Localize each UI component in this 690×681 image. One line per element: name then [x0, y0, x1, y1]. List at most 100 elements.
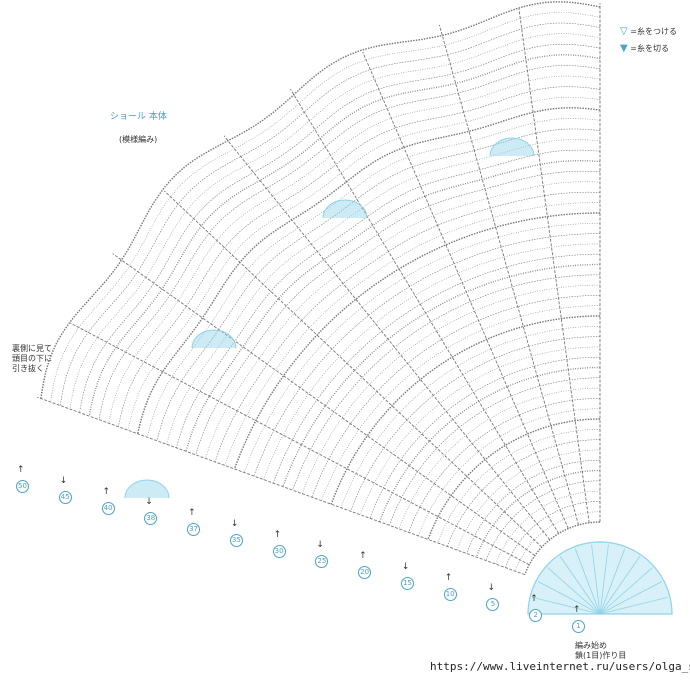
start-spoke: [591, 544, 601, 615]
legend-label-attach: =糸をつける: [630, 27, 677, 36]
arrow-down-icon: ↓: [487, 583, 495, 594]
legend-item-attach: ▽ =糸をつける: [620, 27, 677, 37]
stitch-round: [40, 1, 601, 399]
row-number-marker: 38: [144, 512, 158, 526]
stitch-round: [360, 346, 600, 515]
stitch-round: [108, 75, 601, 424]
stitch-round: [205, 181, 601, 459]
arrow-up-icon: ↑: [573, 605, 581, 615]
start-spoke: [599, 567, 653, 615]
stitch-round: [127, 96, 601, 431]
stitch-round: [524, 521, 600, 575]
start-spoke: [559, 556, 601, 615]
arrow-up-icon: ↑: [273, 529, 282, 540]
arrow-down-icon: ↓: [230, 518, 239, 529]
radial-spoke: [438, 24, 579, 526]
stitch-round: [408, 398, 600, 533]
row-number-marker: 40: [101, 501, 115, 515]
stitch-round: [282, 263, 600, 487]
stitch-round: [350, 336, 600, 512]
row-number-marker: 5: [486, 598, 500, 612]
start-spoke: [599, 581, 663, 615]
legend-item-cut: ▼ =糸を切る: [620, 44, 669, 54]
stitch-round: [176, 149, 601, 448]
stitch-round: [195, 170, 601, 455]
start-spoke: [599, 548, 626, 615]
diagram-title: ショール 本体: [110, 112, 167, 122]
row-number-marker: 25: [315, 555, 329, 569]
stitch-round: [243, 223, 600, 473]
left-edge-note: 裏側に見て 頭目の下に 引き抜く: [12, 344, 72, 374]
radial-spoke: [163, 190, 543, 548]
row-number-marker: 30: [272, 544, 286, 558]
stitch-round: [50, 12, 601, 403]
row-number-marker: 1: [572, 620, 585, 633]
radial-spoke: [36, 396, 525, 576]
stitch-round: [88, 54, 601, 417]
triangle-filled-icon: ▼: [620, 43, 628, 54]
stitch-round: [292, 274, 600, 491]
legend-label-cut: =糸を切る: [630, 44, 669, 53]
stitch-round: [418, 408, 600, 537]
stitch-round: [185, 159, 601, 452]
stitch-round: [466, 459, 600, 554]
radial-spoke: [69, 322, 530, 566]
radial-spoke: [518, 8, 590, 523]
triangle-outline-icon: ▽: [620, 26, 628, 37]
arrow-up-icon: ↑: [102, 486, 111, 497]
starting-semicircle: [527, 541, 673, 615]
arrow-down-icon: ↓: [316, 540, 324, 551]
stitch-round: [69, 33, 601, 410]
accent-motif: [489, 137, 535, 157]
accent-motif: [124, 479, 170, 499]
row-number-marker: 20: [358, 566, 372, 580]
stitch-round: [485, 480, 600, 561]
start-note-text: 編み始め 鎖(1目)作り目: [575, 641, 627, 660]
diagram-subtitle: (模様編み): [119, 135, 158, 144]
start-spoke: [547, 567, 601, 615]
stitch-rounds: [40, 1, 601, 575]
stitch-round: [272, 253, 600, 484]
start-spoke: [537, 581, 601, 615]
stitch-round: [398, 387, 600, 529]
stitch-round: [514, 511, 600, 572]
start-spoke: [574, 548, 601, 615]
stitch-round: [118, 86, 601, 427]
source-url[interactable]: https://www.liveinternet.ru/users/olga_s…: [430, 660, 690, 673]
row-number-marker: 10: [443, 587, 457, 601]
stitch-round: [475, 469, 600, 558]
stitch-round: [495, 490, 600, 565]
stitch-round: [321, 305, 600, 501]
arrow-down-icon: ↓: [401, 561, 410, 572]
row-number-marker: 45: [58, 490, 72, 504]
stitch-round: [166, 139, 601, 445]
start-spoke: [531, 596, 601, 615]
left-edge-note-text: 裏側に見て 頭目の下に 引き抜く: [12, 344, 52, 373]
stitch-round: [437, 429, 600, 544]
stitch-round: [137, 107, 601, 434]
stitch-round: [79, 44, 601, 413]
start-spoke: [599, 596, 669, 615]
row-number-marker: 35: [229, 533, 243, 547]
arrow-down-icon: ↓: [59, 475, 68, 486]
accent-motif: [322, 199, 368, 219]
stitch-round: [147, 118, 601, 438]
stitch-round: [330, 315, 600, 505]
start-note: 編み始め 鎖(1目)作り目: [575, 641, 626, 661]
arrow-up-icon: ↑: [188, 508, 196, 519]
arrow-down-icon: ↓: [145, 497, 153, 508]
arrow-up-icon: ↑: [359, 551, 367, 562]
arrow-up-icon: ↑: [444, 572, 453, 583]
arrow-up-icon: ↑: [530, 594, 538, 605]
radial-spoke: [290, 88, 560, 534]
stitch-round: [253, 233, 600, 477]
stitch-round: [59, 22, 601, 406]
start-spoke: [599, 544, 609, 615]
radial-spoke: [362, 51, 569, 529]
stitch-round: [340, 326, 600, 508]
stitch-round: [214, 191, 601, 462]
stitch-round: [156, 128, 601, 441]
stitch-round: [311, 295, 600, 498]
